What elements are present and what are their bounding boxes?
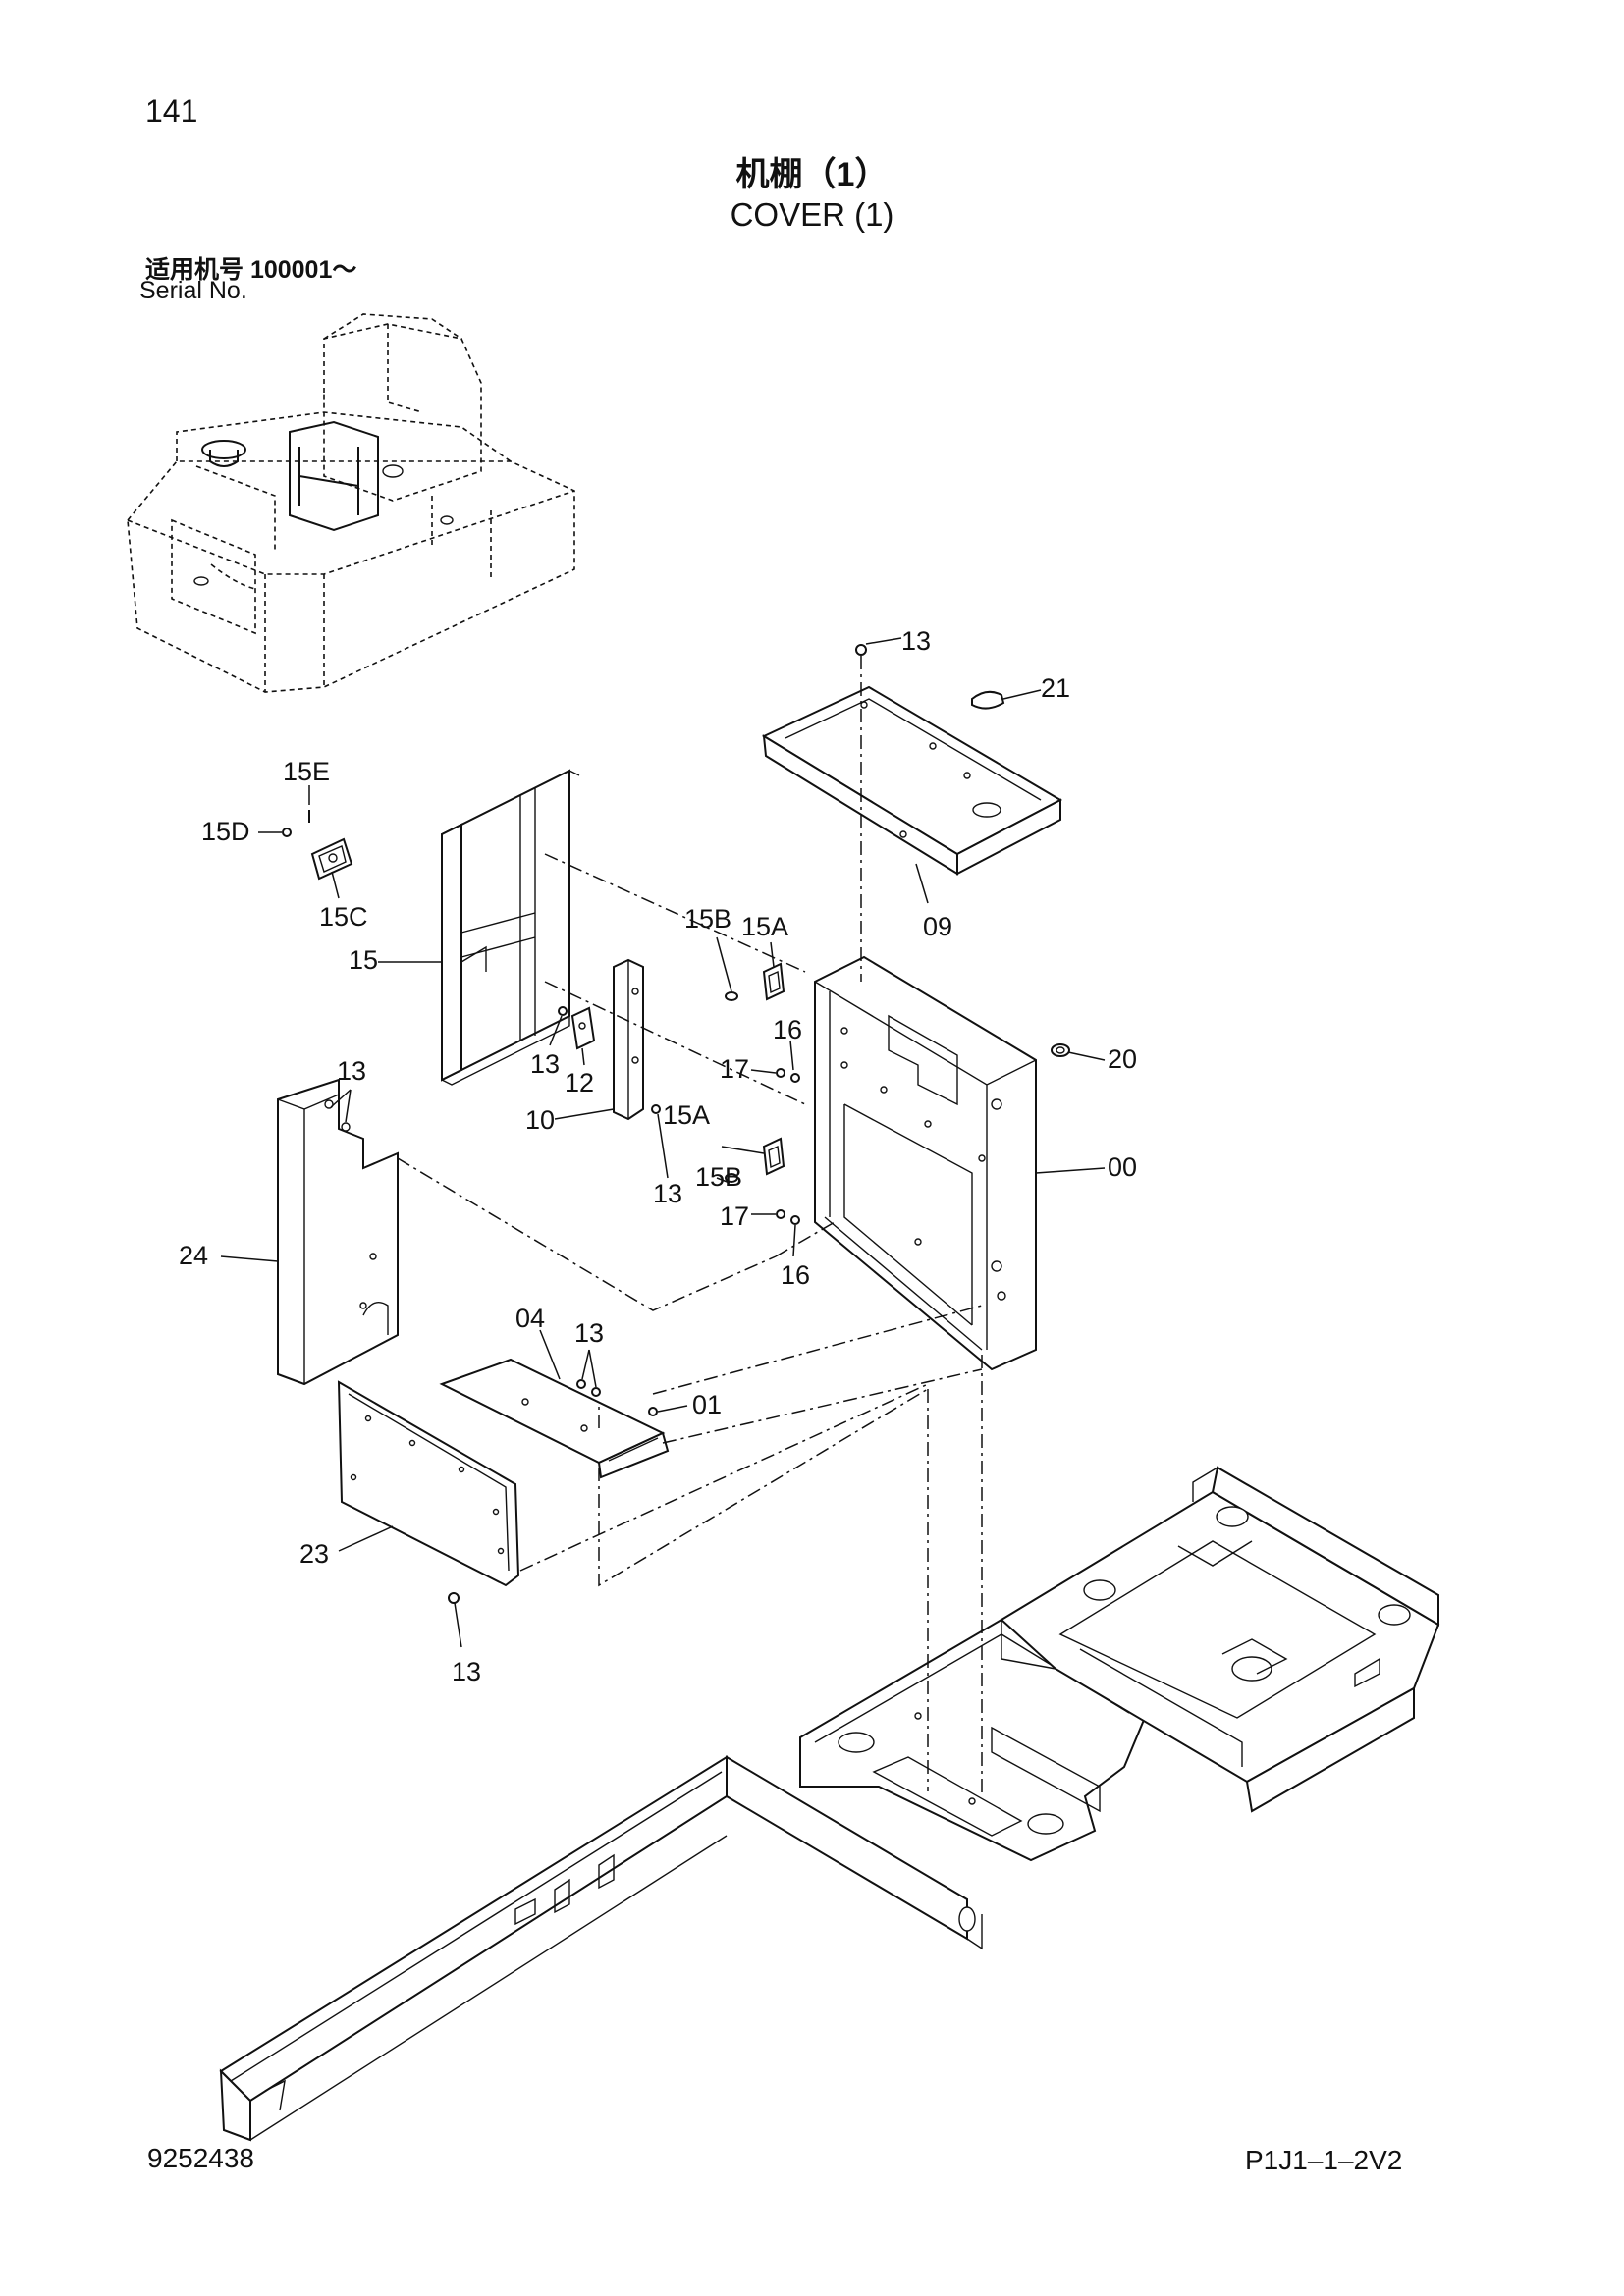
part-13-bolt-bottom xyxy=(448,1592,460,1604)
serial-number-label-chinese: 适用机号 100001～ xyxy=(145,256,357,284)
page-title-chinese: 机棚（1） xyxy=(735,156,889,193)
machine-location-sketch xyxy=(127,313,575,693)
part-00-frame-panel xyxy=(814,955,1037,1371)
callout-17-top: 17 xyxy=(720,1054,749,1084)
callout-13-left: 13 xyxy=(337,1056,366,1086)
part-01-bolt xyxy=(648,1407,658,1416)
callout-16-bottom: 16 xyxy=(781,1260,810,1290)
callout-13-mid2: 13 xyxy=(653,1179,682,1208)
callout-21: 21 xyxy=(1041,673,1070,703)
callout-15C: 15C xyxy=(319,902,368,932)
leader-lines xyxy=(220,637,1106,1648)
alignment-lines xyxy=(397,656,983,1796)
drawing-code: P1J1–1–2V2 xyxy=(1245,2145,1403,2175)
page-number: 141 xyxy=(145,93,198,129)
callout-04: 04 xyxy=(515,1304,545,1333)
part-15C-latch xyxy=(310,837,353,881)
callout-15B-top: 15B xyxy=(684,904,731,934)
page-title-english: COVER (1) xyxy=(730,196,894,233)
part-15D-screw xyxy=(282,828,292,837)
part-15B-stud-top xyxy=(725,991,738,1001)
callout-13-04: 13 xyxy=(574,1318,604,1348)
part-15A-stopper-bottom xyxy=(762,1137,785,1176)
callout-15D: 15D xyxy=(201,817,250,846)
callout-13-bottom: 13 xyxy=(452,1657,481,1686)
callout-13-top: 13 xyxy=(901,626,931,656)
callout-17-bottom: 17 xyxy=(720,1201,749,1231)
document-number: 9252438 xyxy=(147,2143,255,2173)
callout-15: 15 xyxy=(349,945,378,975)
part-24-side-panel xyxy=(277,1078,399,1386)
part-16-17-bolts-bottom xyxy=(776,1209,800,1225)
part-04-lower-plate xyxy=(439,1358,670,1479)
part-13-bolts-04 xyxy=(576,1379,601,1397)
callout-20: 20 xyxy=(1108,1044,1137,1074)
part-13-bolt-top xyxy=(855,644,867,656)
callout-01: 01 xyxy=(692,1390,722,1419)
callout-15E: 15E xyxy=(283,757,330,786)
part-15B-stud-bottom xyxy=(725,1173,738,1183)
part-15A-stopper-top xyxy=(762,962,785,1001)
part-15-side-panel xyxy=(441,769,580,1086)
part-12-hinge xyxy=(570,1006,596,1050)
callout-24: 24 xyxy=(179,1241,208,1270)
part-09-top-cover xyxy=(761,685,1063,876)
part-20-grommet xyxy=(1051,1043,1070,1057)
serial-number-label-english: Serial No. xyxy=(139,277,247,304)
callout-15A-top: 15A xyxy=(741,912,788,941)
callout-23: 23 xyxy=(299,1539,329,1569)
callout-15A-bottom: 15A xyxy=(663,1100,710,1130)
callout-13-mid: 13 xyxy=(530,1049,560,1079)
part-23-front-panel xyxy=(337,1380,520,1587)
callout-09: 09 xyxy=(923,912,952,941)
part-13-bolts-mid xyxy=(558,1006,661,1114)
callout-15B-bottom: 15B xyxy=(695,1162,742,1192)
callout-00: 00 xyxy=(1108,1152,1137,1182)
part-10-bracket xyxy=(613,958,644,1121)
callout-labels: 13 21 09 15E 15D 15C 15 15B 15A 16 17 20… xyxy=(179,626,1137,1686)
upper-frame-chassis xyxy=(219,1466,1440,2142)
callout-16-top: 16 xyxy=(773,1015,802,1044)
part-16-17-bolts-top xyxy=(776,1068,800,1083)
callout-12: 12 xyxy=(565,1068,594,1097)
callout-10: 10 xyxy=(525,1105,555,1135)
part-21-cap xyxy=(971,690,1005,710)
